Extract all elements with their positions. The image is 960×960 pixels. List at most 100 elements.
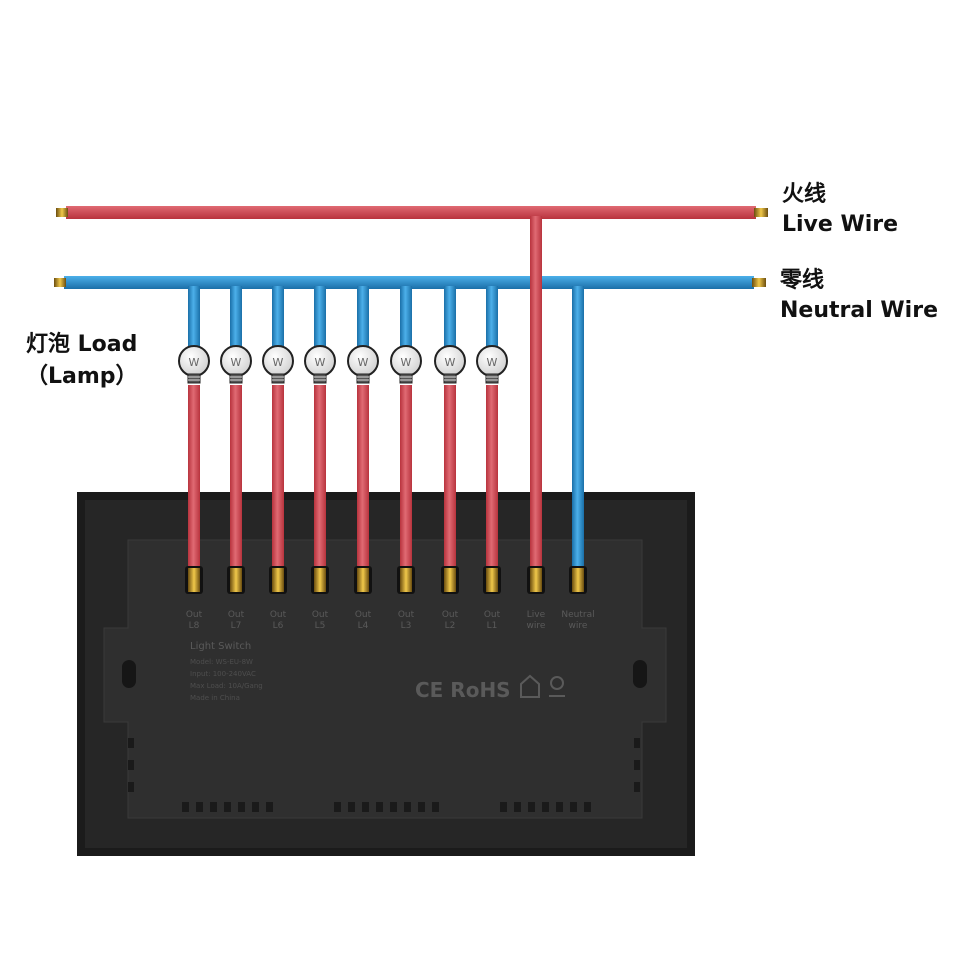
terminal-sublabel: wire [527, 621, 546, 631]
ground-icon [549, 676, 565, 697]
vent-slot [348, 802, 355, 812]
terminal-label: Out [398, 610, 415, 620]
load-neutral-wire [486, 286, 498, 348]
vent-slot [376, 802, 383, 812]
vent-slot [128, 760, 134, 770]
neutral-wire-label-en: Neutral Wire [780, 298, 938, 323]
lamp-bulb-icon: W [390, 345, 422, 384]
terminal-sublabel: L5 [315, 621, 326, 631]
load-switched-wire [272, 385, 284, 569]
live-wire-tip-left [56, 208, 68, 217]
mount-slot-right [633, 660, 647, 688]
terminal-screw [444, 568, 456, 592]
vent-slot [128, 782, 134, 792]
lamp-bulb-icon: W [476, 345, 508, 384]
terminal-screw [530, 568, 542, 592]
bulb-label: W [445, 356, 456, 369]
vent-slot [584, 802, 591, 812]
bulb-label: W [401, 356, 412, 369]
lamp-bulb-icon: W [434, 345, 466, 384]
switch-housing [103, 539, 667, 819]
vent-slot [128, 738, 134, 748]
bulb-label: W [273, 356, 284, 369]
lamp-bulb-icon: W [262, 345, 294, 384]
bulb-label: W [358, 356, 369, 369]
load-neutral-wire [400, 286, 412, 348]
load-switched-wire [486, 385, 498, 569]
vent-slot [634, 760, 640, 770]
vent-slot [252, 802, 259, 812]
terminal-label: Live [527, 610, 546, 620]
vent-slot [404, 802, 411, 812]
vent-slot [334, 802, 341, 812]
vent-slot [266, 802, 273, 812]
vent-slot [362, 802, 369, 812]
vent-slots [128, 738, 640, 812]
vent-slot [238, 802, 245, 812]
terminal-label: Out [270, 610, 287, 620]
terminal-label: Out [442, 610, 459, 620]
lamp-bulb-icon: W [220, 345, 252, 384]
load-neutral-wire [230, 286, 242, 348]
load-neutral-wire [272, 286, 284, 348]
terminal-label: Out [312, 610, 329, 620]
terminal-label: Out [228, 610, 245, 620]
vent-slot [432, 802, 439, 812]
mount-slot-left [122, 660, 136, 688]
terminal-sublabel: L7 [231, 621, 242, 631]
terminal-screw [572, 568, 584, 592]
vent-slot [500, 802, 507, 812]
terminal-screw [400, 568, 412, 592]
spec-line: Max Load: 10A/Gang [190, 682, 263, 690]
switch-device: Light Switch Model: WS-EU-8W Input: 100-2… [77, 492, 695, 856]
load-neutral-wire [357, 286, 369, 348]
live-feed-wire [530, 216, 542, 570]
vent-slot [196, 802, 203, 812]
live-wire-tip-right [754, 208, 768, 217]
spec-line: Model: WS-EU-8W [190, 658, 253, 666]
terminal-sublabel: wire [569, 621, 588, 631]
load-switched-wire [357, 385, 369, 569]
lamp-bulb-icon: W [304, 345, 336, 384]
vent-slot [634, 782, 640, 792]
live-wire-main [56, 206, 768, 219]
vent-slot [224, 802, 231, 812]
terminal-label: Out [355, 610, 372, 620]
load-label: 灯泡 Load [26, 332, 138, 357]
terminal-screw [272, 568, 284, 592]
vent-slot [570, 802, 577, 812]
vent-slot [418, 802, 425, 812]
vent-slot [514, 802, 521, 812]
cert-marks: CE RoHS [415, 678, 511, 702]
vent-slot [182, 802, 189, 812]
vent-slot [542, 802, 549, 812]
vent-slot [210, 802, 217, 812]
device-title: Light Switch [190, 641, 251, 652]
bulb-label: W [231, 356, 242, 369]
neutral-wire-label-cn: 零线 [780, 268, 825, 293]
terminal-sublabel: L6 [273, 621, 284, 631]
terminal-screw [486, 568, 498, 592]
terminal-screw [314, 568, 326, 592]
terminal-sublabel: L2 [445, 621, 456, 631]
bulb-label: W [487, 356, 498, 369]
terminal-sublabel: L4 [358, 621, 369, 631]
terminal-screw [188, 568, 200, 592]
spec-line: Input: 100-240VAC [190, 670, 256, 678]
terminal-sublabel: L8 [189, 621, 200, 631]
live-wire-label-cn: 火线 [782, 182, 827, 207]
load-label-sub: （Lamp） [26, 364, 138, 389]
load-neutral-wire [188, 286, 200, 348]
lamp-bulb-icon: W [347, 345, 379, 384]
lamp-bulb-icon: W [178, 345, 210, 384]
load-neutral-wire [444, 286, 456, 348]
spec-line: Made in China [190, 694, 240, 702]
terminal-label: Out [186, 610, 203, 620]
terminal-label: Neutral [561, 610, 594, 620]
load-switched-wire [188, 385, 200, 569]
bulb-label: W [315, 356, 326, 369]
load-switched-wire [314, 385, 326, 569]
neutral-wire-main [54, 276, 766, 289]
